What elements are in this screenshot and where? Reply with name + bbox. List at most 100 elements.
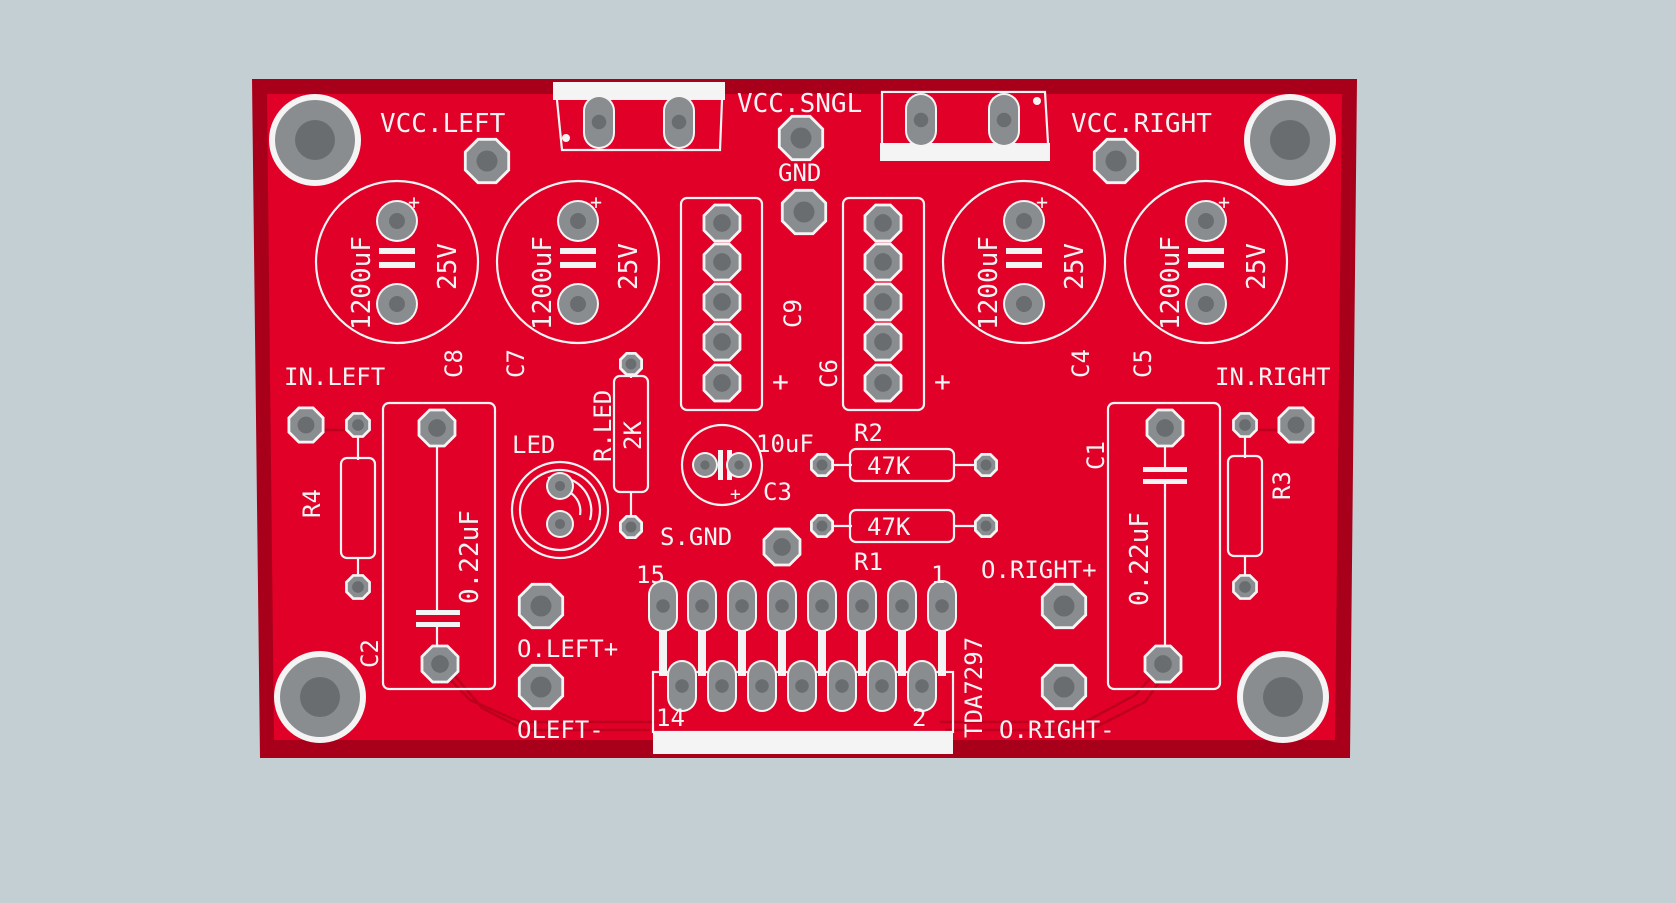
pad-r2-2 — [974, 453, 998, 477]
pad-c4-plus — [1003, 200, 1045, 242]
pad-ic-top-4 — [767, 580, 797, 632]
pad-led-2 — [546, 510, 574, 538]
pad-c6-1 — [863, 203, 903, 243]
pad-s-gnd — [762, 527, 802, 567]
pad-ic-top-2 — [687, 580, 717, 632]
pad-o-left-plus — [517, 582, 565, 630]
pad-c5-minus — [1185, 283, 1227, 325]
pcb-board — [267, 94, 1342, 740]
pad-c2-2 — [420, 644, 460, 684]
pad-vcc-left-2 — [663, 95, 695, 149]
pad-c6-4 — [863, 322, 903, 362]
label-vcc-sngl: VCC.SNGL — [737, 89, 862, 119]
pad-led-1 — [546, 472, 574, 500]
capacitor-c5-outline — [1123, 179, 1289, 345]
resistor-r3-ref: R3 — [1268, 471, 1296, 500]
pad-c9-5 — [702, 363, 742, 403]
cap-c5-plus: + — [1218, 190, 1230, 214]
pad-in-right-2 — [1277, 406, 1315, 444]
pad-in-left-2 — [345, 412, 371, 438]
cap-c8-value: 1200uF — [347, 236, 377, 330]
mounting-hole-bottom-left — [274, 651, 366, 743]
pad-c8-plus — [376, 200, 418, 242]
pad-ic-bottom-2 — [707, 660, 737, 712]
capacitor-c6-outline — [841, 196, 926, 412]
ic-leg-top-1 — [659, 620, 667, 676]
cap-c6-ref: C6 — [815, 359, 843, 388]
cap-c5-ref: C5 — [1129, 349, 1157, 378]
label-vcc-right: VCC.RIGHT — [1071, 109, 1212, 139]
label-led: LED — [512, 431, 555, 459]
label-o-right-plus: O.RIGHT+ — [981, 556, 1097, 584]
cap-c7-ref: C7 — [502, 349, 530, 378]
pad-r1-2 — [974, 514, 998, 538]
pad-r4-2 — [345, 574, 371, 600]
cap-c3-value: 10uF — [756, 430, 814, 458]
pad-r2-1 — [810, 453, 834, 477]
label-o-left-minus: OLEFT- — [517, 716, 604, 744]
capacitor-c4-outline — [941, 179, 1107, 345]
pad-vcc-right-2 — [988, 93, 1020, 147]
pad-vcc-right-1 — [905, 93, 937, 147]
cap-c7-voltage: 25V — [614, 243, 644, 290]
pad-r-led-1 — [619, 352, 643, 376]
resistor-r1-ref: R1 — [854, 548, 883, 576]
pad-c1-1 — [1145, 408, 1185, 448]
cap-c1-ref: C1 — [1082, 441, 1110, 470]
cap-c6-plus: + — [934, 365, 951, 398]
pad-c2-1 — [417, 408, 457, 448]
pad-vcc-right — [1092, 137, 1140, 185]
cap-c1-value: 0.22uF — [1125, 512, 1155, 606]
pad-vcc-left-1 — [583, 95, 615, 149]
pad-c6-2 — [863, 242, 903, 282]
cap-c2-ref: C2 — [356, 639, 384, 668]
cap-c5-value: 1200uF — [1156, 236, 1186, 330]
label-o-left-plus: O.LEFT+ — [517, 635, 618, 663]
label-s-gnd: S.GND — [660, 523, 732, 551]
connector-vcc-right — [880, 90, 1050, 161]
pad-c9-3 — [702, 282, 742, 322]
pad-c4-minus — [1003, 283, 1045, 325]
cap-c4-voltage: 25V — [1060, 243, 1090, 290]
pad-r3-2 — [1232, 574, 1258, 600]
pad-r-led-2 — [619, 515, 643, 539]
label-gnd: GND — [778, 159, 821, 187]
cap-c2-value: 0.22uF — [455, 510, 485, 604]
capacitor-c7-outline — [495, 179, 661, 345]
pad-c9-4 — [702, 322, 742, 362]
ic-leg-top-4 — [778, 620, 786, 676]
pad-ic-bottom-5 — [827, 660, 857, 712]
resistor-r1-value: 47K — [867, 513, 911, 541]
pad-c6-3 — [863, 282, 903, 322]
pad-ic-top-3 — [727, 580, 757, 632]
ic-tda7297-legs — [659, 620, 946, 676]
pad-c9-1 — [702, 203, 742, 243]
cap-c4-value: 1200uF — [974, 236, 1004, 330]
cap-c9-plus: + — [772, 365, 789, 398]
pad-ic-bottom-6 — [867, 660, 897, 712]
mounting-hole-top-right — [1244, 94, 1336, 186]
pad-ic-bottom-3 — [747, 660, 777, 712]
pad-o-left-minus — [517, 663, 565, 711]
pad-c3-2 — [726, 452, 752, 478]
ic-leg-top-6 — [858, 620, 866, 676]
cap-c7-value: 1200uF — [528, 236, 558, 330]
ic-leg-top-2 — [698, 620, 706, 676]
mounting-hole-top-left — [269, 94, 361, 186]
cap-c8-voltage: 25V — [433, 243, 463, 290]
pad-gnd — [780, 188, 828, 236]
capacitor-c9-outline — [679, 196, 764, 412]
label-r-led: R.LED — [589, 390, 617, 462]
label-in-left: IN.LEFT — [284, 363, 385, 391]
label-pin-14: 14 — [656, 704, 685, 732]
pad-o-right-plus — [1040, 582, 1088, 630]
mounting-hole-bottom-right — [1237, 651, 1329, 743]
pad-c8-minus — [376, 283, 418, 325]
pad-c6-5 — [863, 363, 903, 403]
cap-c5-voltage: 25V — [1242, 243, 1272, 290]
pad-vcc-left — [463, 137, 511, 185]
pad-c7-minus — [557, 283, 599, 325]
pad-ic-bottom-7 — [907, 660, 937, 712]
label-ic-tda7297: TDA7297 — [960, 637, 988, 738]
